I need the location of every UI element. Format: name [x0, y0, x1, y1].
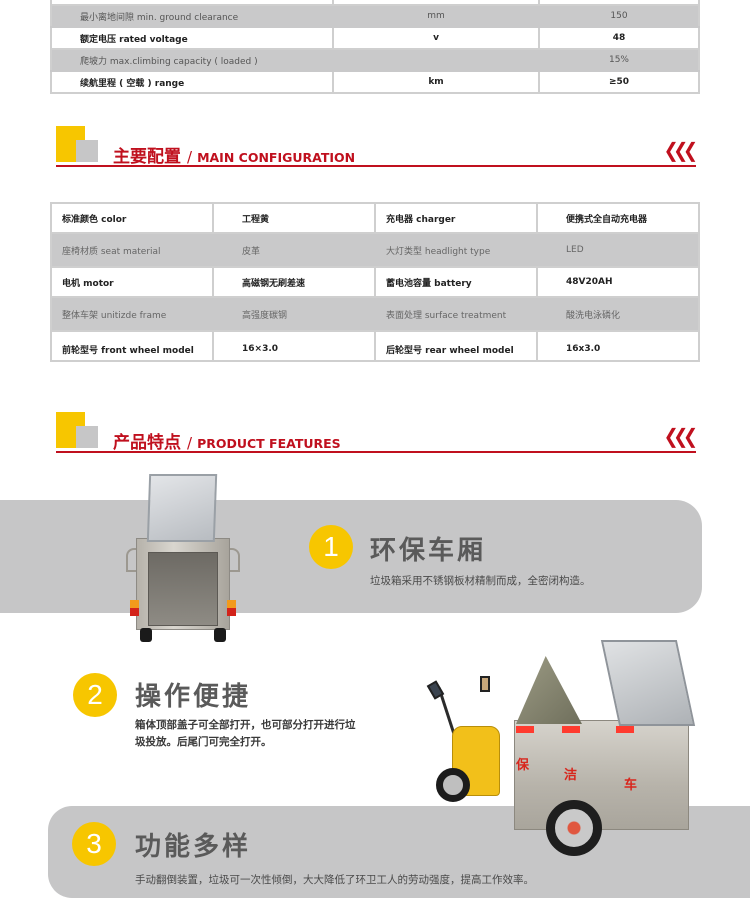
feature-description: 垃圾箱采用不锈钢板材精制而成，全密闭构造。 — [370, 575, 591, 587]
lid-open — [516, 656, 582, 724]
config-value: 酸洗电泳磷化 — [536, 296, 700, 332]
section-title-cn: 主要配置 — [113, 147, 181, 167]
config-label: 表面处理 surface treatment — [374, 296, 538, 332]
spec-unit: km — [332, 70, 540, 94]
config-row: 标准颜色 color 工程黄 充电器 charger 便携式全自动充电器 — [50, 202, 700, 234]
config-row: 前轮型号 front wheel model 16×3.0 后轮型号 rear … — [50, 330, 700, 362]
config-row: 整体车架 unitizde frame 高强度碳钢 表面处理 surface t… — [50, 296, 700, 332]
config-value: 便携式全自动充电器 — [536, 202, 700, 234]
tail-light — [130, 600, 139, 616]
spec-unit — [332, 48, 540, 72]
config-label: 标准颜色 color — [50, 202, 214, 234]
grey-square-decoration — [76, 426, 98, 448]
front-wheel — [436, 768, 470, 802]
spec-unit: v — [332, 26, 540, 50]
spec-unit: mm — [332, 4, 540, 28]
spec-unit — [332, 0, 540, 6]
triple-chevron-left-icon: ❮❮❮ — [663, 138, 698, 162]
spec-row: 最小离地间隙 min. ground clearance mm 150 — [50, 4, 700, 28]
side-label-char: 洁 — [564, 768, 578, 783]
section-title: 主要配置 / MAIN CONFIGURATION — [113, 142, 355, 167]
spec-row: 续航里程 ( 空载 ) range km ≥50 — [50, 70, 700, 94]
spec-label: 最小离地间隙 min. ground clearance — [50, 4, 334, 28]
section-title-en: MAIN CONFIGURATION — [197, 150, 356, 165]
spec-value: 15% — [538, 48, 700, 72]
spec-row: 额定电压 rated voltage v 48 — [50, 26, 700, 50]
config-label: 后轮型号 rear wheel model — [374, 330, 538, 362]
reflector-stripe — [616, 726, 634, 733]
spec-row: 爬坡力 max.climbing capacity ( loaded ) 15% — [50, 48, 700, 72]
spec-label: 额定电压 rated voltage — [50, 26, 334, 50]
config-section-header: 主要配置 / MAIN CONFIGURATION ❮❮❮ — [56, 126, 698, 168]
wheel — [140, 628, 152, 642]
config-label: 蓄电池容量 battery — [374, 266, 538, 298]
spec-value: 48 — [538, 26, 700, 50]
title-separator: / — [187, 434, 193, 452]
feature-number-badge: 2 — [73, 673, 117, 717]
features-section-header: 产品特点 / PRODUCT FEATURES ❮❮❮ — [56, 412, 698, 454]
spec-label: 爬坡力 max.climbing capacity ( loaded ) — [50, 48, 334, 72]
config-label: 充电器 charger — [374, 202, 538, 234]
mirror — [480, 676, 490, 692]
feature-number-badge: 3 — [72, 822, 116, 866]
config-value: 高强度碳钢 — [212, 296, 376, 332]
lid-open — [600, 640, 696, 726]
config-row: 电机 motor 高磁钢无刷差速 蓄电池容量 battery 48V20AH — [50, 266, 700, 298]
config-value: 工程黄 — [212, 202, 376, 234]
side-label-char: 保 — [516, 758, 530, 773]
feature-description: 手动翻倒装置，垃圾可一次性倾倒，大大降低了环卫工人的劳动强度，提高工作效率。 — [135, 874, 534, 886]
feature-title: 环保车厢 — [370, 536, 487, 566]
section-divider — [56, 451, 696, 453]
spec-label: 续航里程 ( 空载 ) range — [50, 70, 334, 94]
config-value: LED — [536, 232, 700, 268]
section-divider — [56, 165, 696, 167]
product-image-trike: 保 洁 车 — [424, 634, 724, 856]
section-title-en: PRODUCT FEATURES — [197, 436, 341, 451]
config-value: 16×3.0 — [212, 330, 376, 362]
spec-row — [50, 0, 700, 6]
spec-value: 150 — [538, 4, 700, 28]
section-title-cn: 产品特点 — [113, 433, 181, 453]
config-label: 电机 motor — [50, 266, 214, 298]
rail-decoration — [226, 548, 240, 572]
spec-value — [538, 0, 700, 6]
product-image-rear-view — [118, 472, 248, 644]
reflector-stripe — [516, 726, 534, 733]
triple-chevron-left-icon: ❮❮❮ — [663, 424, 698, 448]
spec-label — [50, 0, 334, 6]
config-label: 整体车架 unitizde frame — [50, 296, 214, 332]
section-title: 产品特点 / PRODUCT FEATURES — [113, 428, 341, 453]
reflector-stripe — [562, 726, 580, 733]
feature-description: 箱体顶部盖子可全部打开，也可部分打开进行垃 圾投放。后尾门可完全打开。 — [135, 717, 356, 751]
feature-description-line: 圾投放。后尾门可完全打开。 — [135, 736, 272, 748]
config-value: 皮革 — [212, 232, 376, 268]
rail-decoration — [126, 548, 140, 572]
config-value: 高磁钢无刷差速 — [212, 266, 376, 298]
config-table: 标准颜色 color 工程黄 充电器 charger 便携式全自动充电器 座椅材… — [50, 202, 700, 362]
side-label-char: 车 — [624, 778, 638, 793]
feature-title: 操作便捷 — [135, 682, 252, 712]
config-row: 座椅材质 seat material 皮革 大灯类型 headlight typ… — [50, 232, 700, 268]
title-separator: / — [187, 148, 193, 166]
rear-wheel — [546, 800, 602, 856]
spec-table: 最小离地间隙 min. ground clearance mm 150 额定电压… — [50, 0, 700, 94]
cargo-box — [514, 720, 689, 830]
config-label: 前轮型号 front wheel model — [50, 330, 214, 362]
config-label: 大灯类型 headlight type — [374, 232, 538, 268]
feature-number-badge: 1 — [309, 525, 353, 569]
feature-band-1 — [0, 500, 702, 613]
cargo-opening — [148, 552, 218, 626]
tail-light — [227, 600, 236, 616]
spec-value: ≥50 — [538, 70, 700, 94]
config-value: 16x3.0 — [536, 330, 700, 362]
open-lid — [146, 474, 218, 542]
config-label: 座椅材质 seat material — [50, 232, 214, 268]
feature-title: 功能多样 — [135, 832, 252, 862]
feature-description-line: 箱体顶部盖子可全部打开，也可部分打开进行垃 — [135, 719, 356, 731]
wheel — [214, 628, 226, 642]
config-value: 48V20AH — [536, 266, 700, 298]
grey-square-decoration — [76, 140, 98, 162]
